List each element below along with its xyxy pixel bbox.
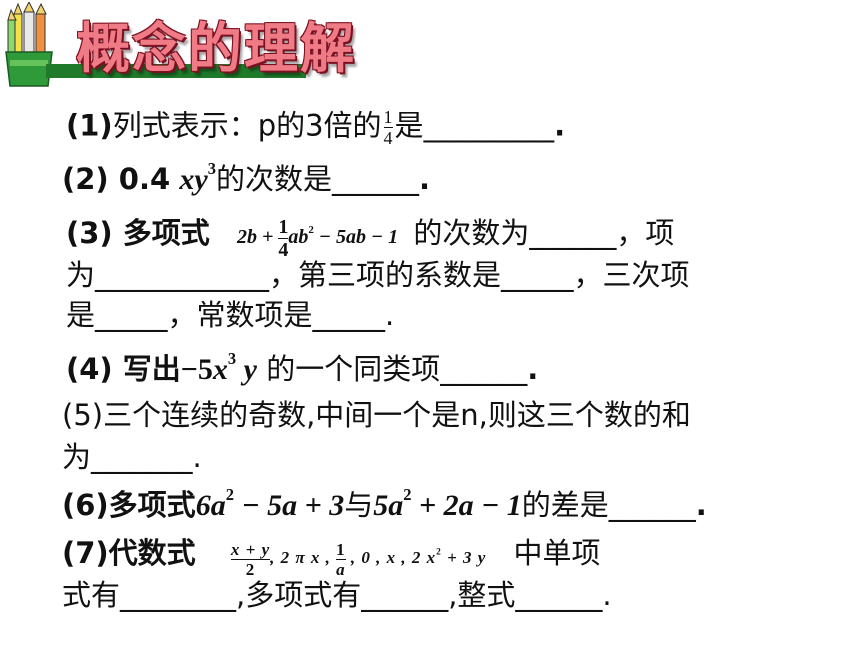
header-bar (46, 64, 306, 78)
q7-label: (7)代数式 (62, 536, 196, 570)
q4-text: 的一个同类项 (266, 352, 441, 386)
q2-blank: ______ (331, 162, 419, 196)
pencils-icon (4, 0, 60, 88)
q4-label: (4) 写出 (66, 352, 181, 386)
q1-blank: _________ (423, 108, 555, 143)
question-2: (2) 0.4 xy3的次数是______. (62, 159, 430, 196)
q2-expression: xy3 (179, 159, 216, 196)
q4-blank: ______ (440, 352, 528, 386)
q6-mid: 与 (344, 488, 374, 522)
q1-label: (1) (66, 108, 113, 143)
q7-text: 中单项 (513, 536, 601, 570)
q5-line2: 为_______. (62, 440, 202, 474)
question-4: (4) 写出−5x3 y 的一个同类项______. (66, 349, 539, 386)
q2-text: 的次数是 (215, 162, 332, 196)
q4-coefficient: −5 (180, 353, 213, 386)
q3-line2: 为____________，第三项的系数是_____，三次项 (66, 258, 690, 292)
question-6: (6)多项式6a2 − 5a + 3与5a2 + 2a − 1的差是______… (62, 485, 707, 522)
q3-line3: 是_____，常数项是_____. (66, 298, 395, 332)
q4-expression: x3 y (212, 349, 257, 386)
page-title: 概念的理解 (76, 17, 356, 80)
q2-label: (2) 0.4 (62, 162, 171, 196)
q6-polynomial-1: 6a2 − 5a + 3 (195, 485, 345, 522)
q3-label: (3) 多项式 (66, 216, 210, 250)
q1-suffix: 是 (394, 108, 424, 143)
q3-line1-text: 的次数为______，项 (413, 216, 675, 250)
q5-line1: (5)三个连续的奇数,中间一个是n,则这三个数的和 (62, 398, 691, 432)
q6-label: (6)多项式 (62, 488, 196, 522)
q1-text: 列式表示：p的3倍的 (112, 108, 382, 143)
q6-text: 的差是 (521, 488, 609, 522)
q7-line2: 式有________,多项式有______,整式______. (62, 578, 612, 612)
q6-blank: ______ (608, 488, 696, 522)
q6-polynomial-2: 5a2 + 2a − 1 (373, 485, 522, 522)
